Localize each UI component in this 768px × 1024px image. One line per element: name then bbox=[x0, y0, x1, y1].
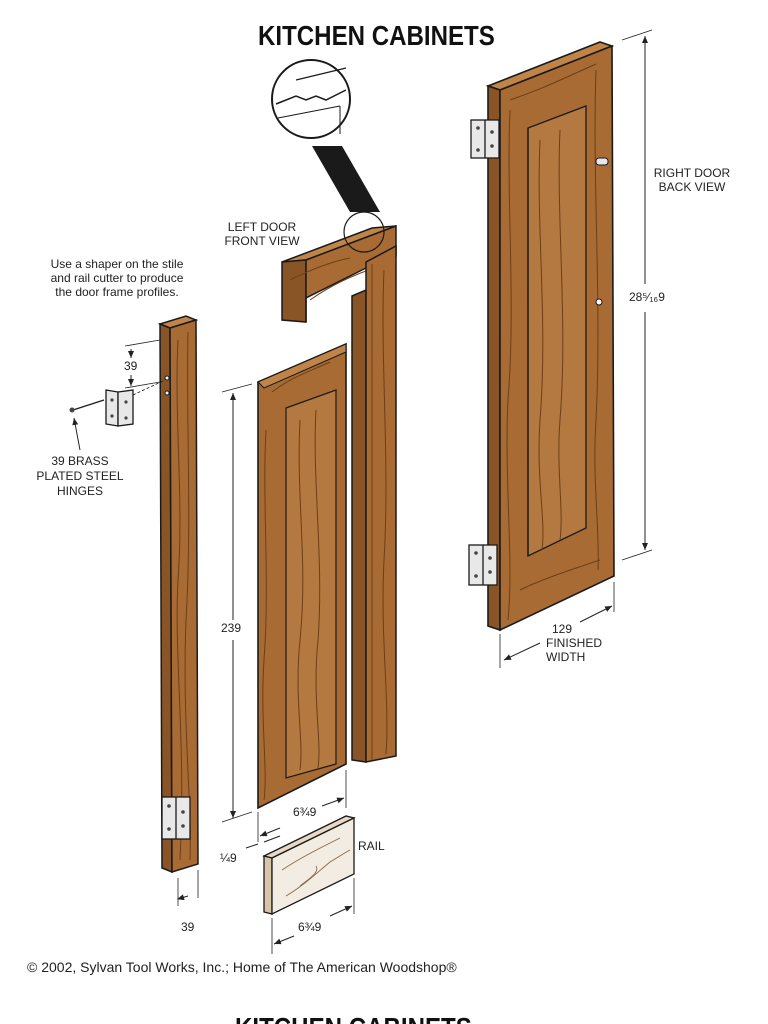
finished-width-label: 129 FINISHED WIDTH bbox=[546, 622, 616, 664]
hinges-label: 39 BRASS PLATED STEEL HINGES bbox=[28, 454, 132, 499]
loose-hinge bbox=[69, 379, 166, 427]
finished-width-dimension bbox=[499, 582, 615, 668]
next-page-title-clip: KITCHEN CABINETS bbox=[0, 1012, 768, 1024]
shaper-note-line3: the door frame profiles. bbox=[55, 285, 179, 299]
rail-piece bbox=[262, 815, 356, 916]
left-door-label-line1: LEFT DOOR bbox=[227, 220, 297, 234]
finished-width-line3: WIDTH bbox=[546, 650, 586, 664]
hinges-label-line3: HINGES bbox=[56, 484, 103, 498]
left-door-label: LEFT DOOR FRONT VIEW bbox=[214, 220, 310, 248]
stile-width-value: 39 bbox=[181, 920, 195, 934]
right-door bbox=[485, 41, 615, 632]
stile-offset-dimension bbox=[124, 339, 161, 389]
right-door-label-line2: BACK VIEW bbox=[658, 180, 726, 194]
raised-panel bbox=[257, 342, 347, 810]
rail-width-dimension bbox=[271, 878, 355, 954]
stile-hinge bbox=[161, 796, 191, 840]
shaper-note-line2: and rail cutter to produce bbox=[50, 271, 184, 285]
hinges-label-line1: 39 BRASS bbox=[51, 454, 109, 468]
hinges-label-line2: PLATED STEEL bbox=[36, 469, 124, 483]
right-door-top-hinge bbox=[470, 119, 500, 159]
panel-height-dimension bbox=[221, 383, 253, 823]
right-door-label: RIGHT DOOR BACK VIEW bbox=[640, 166, 744, 194]
stile-width-dimension bbox=[177, 870, 199, 906]
panel-height-value: 239 bbox=[221, 621, 242, 635]
copyright-notice: © 2002, Sylvan Tool Works, Inc.; Home of… bbox=[27, 959, 457, 975]
finished-width-line2: FINISHED bbox=[546, 636, 603, 650]
panel-width-value: 6¾9 bbox=[293, 805, 317, 819]
profile-detail-callout bbox=[271, 59, 385, 253]
door-height-value: 28⁵⁄₁₆9 bbox=[629, 290, 665, 304]
shaper-note: Use a shaper on the stile and rail cutte… bbox=[28, 257, 206, 299]
panel-thickness-dimension bbox=[245, 835, 281, 849]
panel-thickness-value: ¼9 bbox=[220, 851, 237, 865]
shaper-note-line1: Use a shaper on the stile bbox=[50, 257, 184, 271]
stile-offset-value: 39 bbox=[124, 359, 138, 373]
finished-width-value: 129 bbox=[552, 622, 573, 636]
left-door-label-line2: FRONT VIEW bbox=[224, 234, 300, 248]
right-door-label-line1: RIGHT DOOR bbox=[653, 166, 731, 180]
hinge-leader-arrow bbox=[72, 417, 81, 451]
next-page-title: KITCHEN CABINETS bbox=[235, 1012, 472, 1024]
left-stile bbox=[157, 315, 199, 874]
rail-label: RAIL bbox=[358, 839, 385, 853]
right-door-bottom-hinge bbox=[468, 544, 498, 586]
panel-width-dimension bbox=[257, 770, 347, 842]
rail-width-value: 6¾9 bbox=[298, 920, 322, 934]
page-title: KITCHEN CABINETS bbox=[258, 20, 495, 51]
door-height-dimension bbox=[621, 29, 653, 561]
